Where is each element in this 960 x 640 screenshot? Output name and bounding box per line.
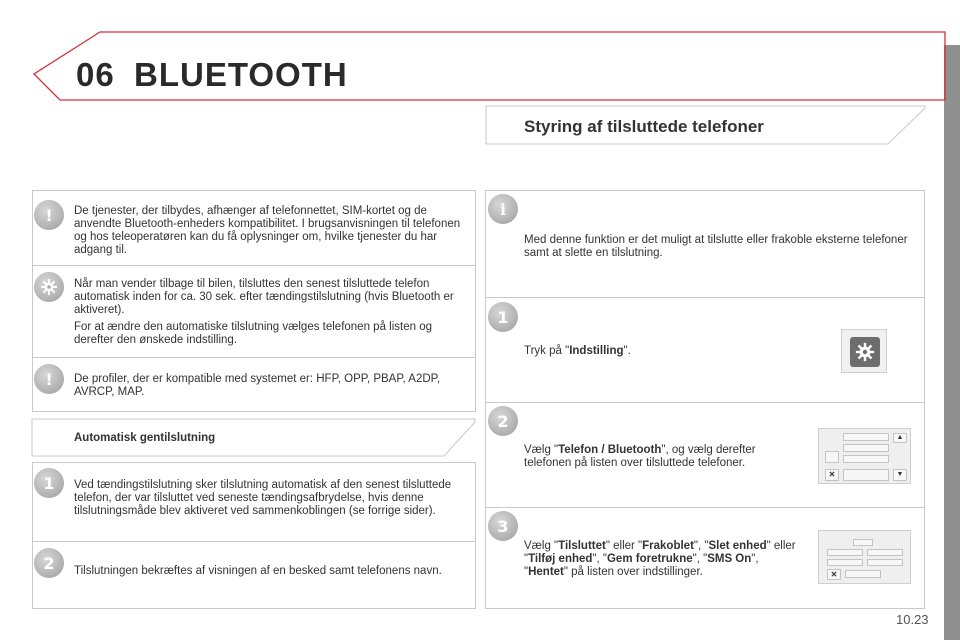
close-icon: ✕	[827, 569, 841, 580]
note-services: De tjenester, der tilbydes, afhænger af …	[74, 205, 461, 256]
step-3-text: Vælg "Tilsluttet" eller "Frakoblet", "Sl…	[524, 540, 796, 578]
auto-steps-panel	[32, 462, 476, 609]
step-3-badge: 3	[488, 511, 518, 541]
auto-step-2: Tilslutningen bekræftes af visningen af …	[74, 565, 442, 577]
info-icon: i	[488, 194, 518, 224]
tip-change-auto: For at ændre den automatiske tilslutning…	[74, 321, 432, 346]
chapter-title: BLUETOOTH	[134, 56, 348, 93]
warning-icon: !	[34, 200, 64, 230]
list-checkbox	[825, 451, 839, 463]
list-row	[843, 469, 889, 481]
warning-icon: !	[34, 364, 64, 394]
subsection-frame	[31, 418, 476, 457]
chapter-number: 06	[76, 56, 115, 93]
step-2-badge: 2	[488, 406, 518, 436]
notes-panel	[32, 190, 476, 412]
step-1-text: Tryk på "Indstilling".	[524, 345, 631, 357]
auto-reconnect-title: Automatisk gentilslutning	[74, 432, 216, 444]
divider	[33, 357, 475, 358]
step-1-badge: 1	[488, 302, 518, 332]
option-tile	[853, 539, 873, 546]
gear-icon	[34, 272, 64, 302]
options-thumbnail: ✕	[818, 530, 911, 584]
delete-icon: ✕	[825, 469, 839, 481]
list-row	[843, 455, 889, 463]
side-bar	[944, 45, 960, 640]
option-tile	[827, 559, 863, 566]
tip-reconnect: Når man vender tilbage til bilen, tilslu…	[74, 278, 454, 316]
divider	[486, 402, 924, 403]
scroll-up-icon: ▲	[893, 433, 907, 443]
section-title-frame	[485, 105, 926, 145]
divider	[33, 541, 475, 542]
divider	[486, 507, 924, 508]
header-frame	[32, 31, 946, 101]
divider	[486, 297, 924, 298]
divider	[33, 265, 475, 266]
intro-text: Med denne funktion er det muligt at tils…	[524, 234, 908, 259]
step-1-badge: 1	[34, 468, 64, 498]
list-row	[843, 444, 889, 452]
page-number: 10.23	[896, 612, 929, 627]
option-tile	[867, 549, 903, 556]
phone-list-thumbnail: ▲ ✕ ▼	[818, 428, 911, 484]
manage-panel	[485, 190, 925, 609]
option-tile	[867, 559, 903, 566]
list-header	[843, 433, 889, 441]
auto-step-1: Ved tændingstilslutning sker tilslutning…	[74, 479, 452, 517]
settings-gear-icon	[850, 337, 880, 367]
step-2-text: Vælg "Telefon / Bluetooth", og vælg dere…	[524, 444, 756, 469]
scroll-down-icon: ▼	[893, 469, 907, 481]
section-title: Styring af tilsluttede telefoner	[524, 117, 764, 136]
note-profiles: De profiler, der er kompatible med syste…	[74, 373, 441, 398]
option-tile	[827, 549, 863, 556]
option-tile	[845, 570, 881, 578]
step-2-badge: 2	[34, 548, 64, 578]
settings-button-thumbnail	[841, 329, 887, 373]
